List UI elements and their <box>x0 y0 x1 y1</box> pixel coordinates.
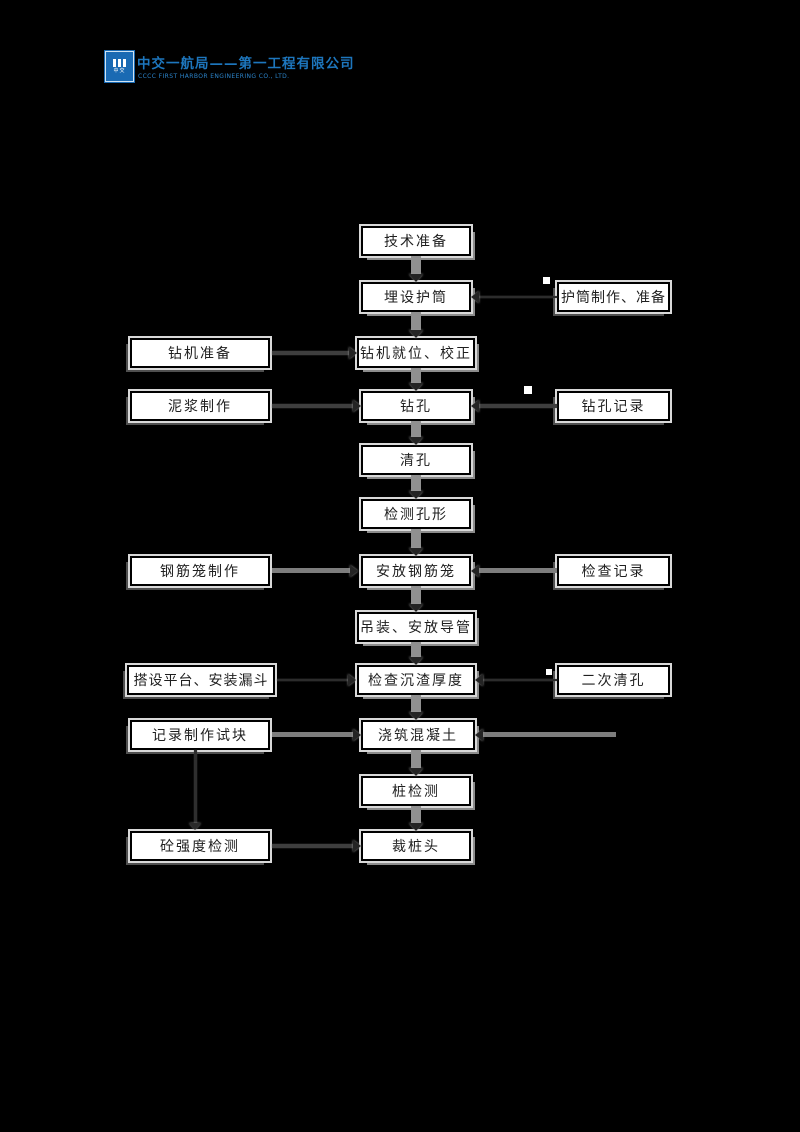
arrow-down-icon <box>409 712 423 720</box>
arrow-down-icon <box>409 768 423 776</box>
arrow-down-connector <box>411 475 421 492</box>
artifact-dot <box>543 277 550 284</box>
box-platform-funnel-setup: 搭设平台、安装漏斗 <box>127 665 275 695</box>
arrow-left-icon <box>471 565 479 577</box>
connector-line-vertical <box>194 750 197 824</box>
step-install-tremie-pipe: 吊装、安放导管 <box>357 612 475 642</box>
arrow-left-icon <box>475 729 483 741</box>
connector-line <box>272 844 353 848</box>
arrow-down-connector <box>411 368 421 384</box>
step-hole-shape-inspection: 检测孔形 <box>361 499 471 529</box>
arrow-right-icon <box>353 840 361 852</box>
connector-line <box>272 568 350 573</box>
company-logo: 中交 <box>104 50 135 83</box>
arrow-right-icon <box>350 565 358 577</box>
step-rig-positioning: 钻机就位、校正 <box>357 338 475 368</box>
artifact-dot <box>546 669 552 675</box>
arrow-down-connector <box>411 421 421 438</box>
step-pour-concrete: 浇筑混凝土 <box>361 720 475 750</box>
arrow-right-icon <box>348 674 356 686</box>
arrow-down-icon <box>409 330 423 338</box>
connector-line <box>272 351 349 355</box>
step-place-rebar-cage: 安放钢筋笼 <box>361 556 471 586</box>
arrow-down-icon <box>409 604 423 612</box>
step-technical-preparation: 技术准备 <box>361 226 471 256</box>
arrow-down-icon <box>409 383 423 391</box>
arrow-down-icon <box>409 657 423 665</box>
arrow-down-connector <box>411 586 421 605</box>
arrow-down-icon <box>409 491 423 499</box>
connector-line <box>272 732 353 737</box>
arrow-down-connector <box>411 695 421 713</box>
step-drilling: 钻孔 <box>361 391 471 421</box>
connector-line <box>479 296 557 298</box>
box-record-test-blocks: 记录制作试块 <box>130 720 270 750</box>
arrow-right-icon <box>353 729 361 741</box>
step-hole-cleaning: 清孔 <box>361 445 471 475</box>
arrow-down-connector <box>411 750 421 769</box>
company-name: 中交一航局——第一工程有限公司 <box>137 56 355 72</box>
box-rebar-cage-fabrication: 钢筋笼制作 <box>130 556 270 586</box>
arrow-right-icon <box>353 400 361 412</box>
connector-line <box>479 568 557 573</box>
company-logo-emblem <box>113 59 126 67</box>
arrow-down-icon <box>409 437 423 445</box>
arrow-down-icon <box>409 823 423 831</box>
arrow-left-icon <box>471 291 479 303</box>
box-slurry-making: 泥浆制作 <box>130 391 270 421</box>
artifact-dot <box>524 386 532 394</box>
arrow-down-connector <box>411 529 421 549</box>
connector-line <box>277 679 348 681</box>
step-cut-pile-head: 裁桩头 <box>361 831 471 861</box>
arrow-down-connector <box>411 256 421 275</box>
company-name-en: CCCC FIRST HARBOR ENGINEERING CO., LTD. <box>138 73 290 80</box>
box-inspection-record: 检查记录 <box>557 556 670 586</box>
arrow-down-connector <box>411 806 421 824</box>
arrow-down-connector <box>411 642 421 658</box>
step-pile-testing: 桩检测 <box>361 776 471 806</box>
box-rig-preparation: 钻机准备 <box>130 338 270 368</box>
company-logo-label: 中交 <box>113 68 126 74</box>
arrow-left-icon <box>475 674 483 686</box>
arrow-down-connector <box>411 312 421 331</box>
arrow-down-icon <box>409 548 423 556</box>
box-casing-fabrication: 护筒制作、准备 <box>557 282 670 312</box>
connector-line <box>479 404 557 408</box>
box-second-hole-cleaning: 二次清孔 <box>557 665 670 695</box>
box-concrete-strength-test: 砼强度检测 <box>130 831 270 861</box>
connector-line <box>483 732 616 737</box>
arrow-down-icon <box>189 823 201 830</box>
step-check-sediment-thickness: 检查沉渣厚度 <box>357 665 475 695</box>
connector-line <box>272 404 353 408</box>
arrow-left-icon <box>471 400 479 412</box>
box-drilling-record: 钻孔记录 <box>557 391 670 421</box>
arrow-down-icon <box>409 274 423 282</box>
step-install-casing: 埋设护筒 <box>361 282 471 312</box>
arrow-right-icon <box>349 347 357 359</box>
connector-line <box>483 679 557 681</box>
